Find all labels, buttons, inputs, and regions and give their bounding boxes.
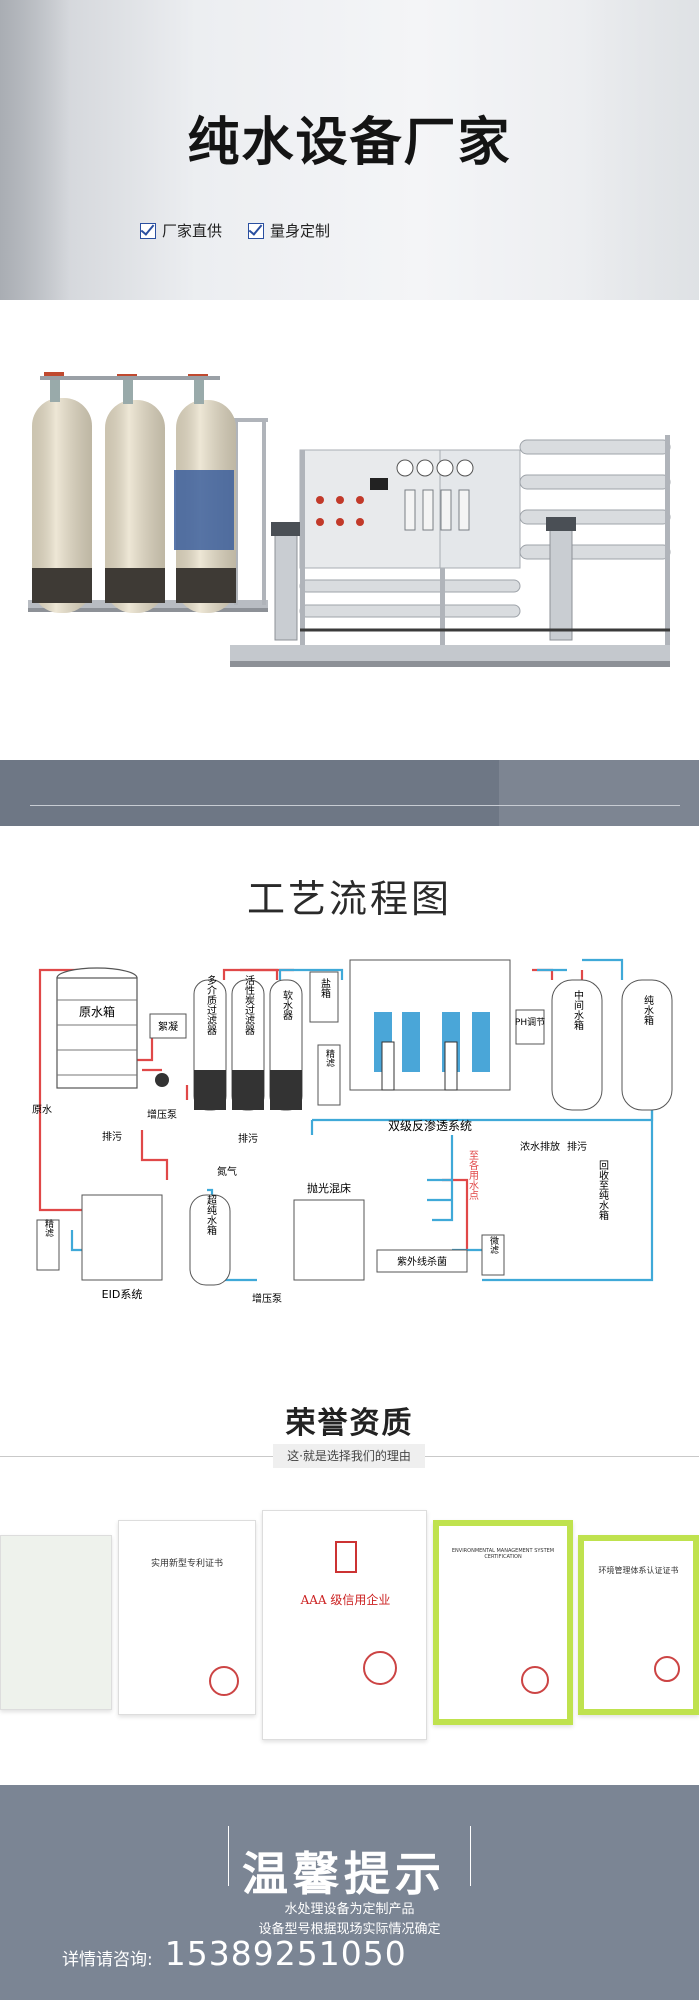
honor-title: 荣誉资质 — [285, 1406, 414, 1441]
divider-band — [0, 760, 699, 826]
tip-line: 设备型号根据现场实际情况确定 — [258, 1922, 441, 1937]
aaa-certificate: AAA 级信用企业 — [262, 1510, 427, 1740]
divider-line — [425, 1456, 699, 1457]
pure-water-tank: 纯水箱 — [621, 979, 673, 1111]
salt-tank-label: 盐箱 — [319, 977, 331, 999]
polish-bed-label: 抛光混床 — [307, 1181, 351, 1195]
pure-tank-label: 纯水箱 — [642, 994, 654, 1026]
tip-frame-left — [228, 1826, 229, 1886]
hero-tag: 厂家直供 — [140, 220, 222, 241]
env-certificate: 环境管理体系认证证书 — [578, 1535, 699, 1715]
eid-label: EID系统 — [102, 1288, 143, 1301]
checkbox-icon — [140, 222, 156, 239]
tip-title: 温馨提示 — [242, 1847, 446, 1901]
footer-tip — [0, 1785, 699, 2000]
raw-water-tank-label: 原水箱 — [79, 1004, 115, 1019]
booster-pump-label: 增压泵 — [252, 1292, 282, 1305]
softener-label: 软水器 — [281, 989, 293, 1021]
env-cert-head: ENVIRONMENTAL MANAGEMENT SYSTEM CERTIFIC… — [451, 1548, 555, 1560]
booster-pump-label: 增压泵 — [147, 1108, 177, 1121]
flocculant-label: 絮凝 — [158, 1020, 178, 1033]
red-seal-icon — [209, 1666, 239, 1696]
micro-filter-label: 微滤 — [488, 1235, 499, 1255]
uv-label: 紫外线杀菌 — [397, 1255, 447, 1268]
hero-tag: 量身定制 — [248, 220, 330, 241]
equipment-photo — [0, 300, 699, 760]
env-title: 环境管理体系认证证书 — [598, 1566, 679, 1575]
honor-subtitle: 这·就是选择我们的理由 — [273, 1444, 425, 1468]
patent-certificate: 实用新型专利证书 — [118, 1520, 256, 1715]
contact-row: 详情请咨询: 15389251050 — [62, 1934, 407, 1973]
hero-tag-label: 量身定制 — [270, 222, 331, 240]
return-tank-label: 回收至纯水箱 — [597, 1160, 609, 1221]
mid-tank-label: 中间水箱 — [572, 989, 584, 1031]
fine-filter-label: 精滤 — [324, 1048, 335, 1068]
hero-tag-label: 厂家直供 — [162, 222, 223, 240]
divider-band-accent — [499, 760, 699, 826]
polish-bed: 抛光混床 — [293, 1181, 365, 1281]
red-seal-icon — [521, 1666, 549, 1694]
aaa-text: AAA 级信用企业 — [300, 1593, 391, 1607]
filter-tank — [105, 374, 165, 613]
patent-title: 实用新型专利证书 — [150, 1559, 223, 1569]
eid-system: EID系统 — [81, 1194, 163, 1301]
divider-line — [0, 1456, 273, 1457]
ph-label: PH调节 — [515, 1017, 545, 1028]
fine-filter-label: 精滤 — [43, 1218, 54, 1238]
checkbox-icon — [248, 222, 265, 239]
env-certificate: ENVIRONMENTAL MANAGEMENT SYSTEM CERTIFIC… — [433, 1520, 573, 1725]
ultra-pure-tank: 超纯水箱 — [189, 1194, 231, 1286]
process-flow-diagram: 原水箱 原水 絮凝 增压泵 排污 多介质过滤器 活性炭过滤器 软水器 排污 盐箱… — [32, 958, 673, 1305]
certificates-row: 实用新型专利证书 AAA 级信用企业 ENVIRONMENTAL MANAGEM… — [0, 1510, 699, 1750]
multi-media-filter: 多介质过滤器 — [193, 974, 227, 1111]
red-seal-icon — [654, 1656, 680, 1682]
drain-label: 排污 — [567, 1140, 587, 1153]
middle-water-tank: 中间水箱 — [551, 979, 603, 1111]
nitrogen-label: 氮气 — [217, 1165, 237, 1178]
hero-title: 纯水设备厂家 — [187, 113, 512, 173]
divider-line — [30, 805, 680, 806]
seal-icon — [335, 1541, 357, 1573]
drain-label: 排污 — [102, 1130, 122, 1143]
tip-line: 水处理设备为定制产品 — [284, 1902, 415, 1917]
hero-banner: 纯水设备厂家 厂家直供 量身定制 — [0, 0, 699, 300]
hero-tags: 厂家直供 量身定制 — [140, 220, 330, 241]
red-seal-icon — [363, 1651, 397, 1685]
honor-subtitle-bar: 这·就是选择我们的理由 — [0, 1444, 699, 1470]
hero-shade-left — [0, 0, 70, 300]
carbon-filter-label: 活性炭过滤器 — [243, 975, 255, 1036]
to-points-label: 至各用水点 — [467, 1150, 479, 1201]
ro-skid — [230, 435, 671, 667]
drain-label: 排污 — [238, 1132, 258, 1145]
raw-water-label: 原水 — [32, 1104, 52, 1116]
process-title: 工艺流程图 — [246, 877, 452, 921]
tip-frame-right — [470, 1826, 471, 1886]
multi-filter-label: 多介质过滤器 — [205, 974, 217, 1036]
filter-tank — [32, 372, 92, 613]
certificate-card — [0, 1535, 112, 1710]
concentrate-label: 浓水排放 — [520, 1140, 560, 1153]
ultra-pure-tank-label: 超纯水箱 — [205, 1194, 217, 1236]
contact-phone[interactable]: 15389251050 — [164, 1934, 407, 1973]
ro-system-label: 双级反渗透系统 — [388, 1118, 472, 1133]
hero-shade-right — [579, 0, 699, 300]
carbon-filter: 活性炭过滤器 — [231, 975, 265, 1111]
softener: 软水器 — [269, 979, 303, 1111]
raw-water-tank: 原水箱 — [56, 967, 138, 1089]
ro-system: 双级反渗透系统 — [349, 959, 511, 1133]
contact-label: 详情请咨询: — [62, 1950, 153, 1970]
